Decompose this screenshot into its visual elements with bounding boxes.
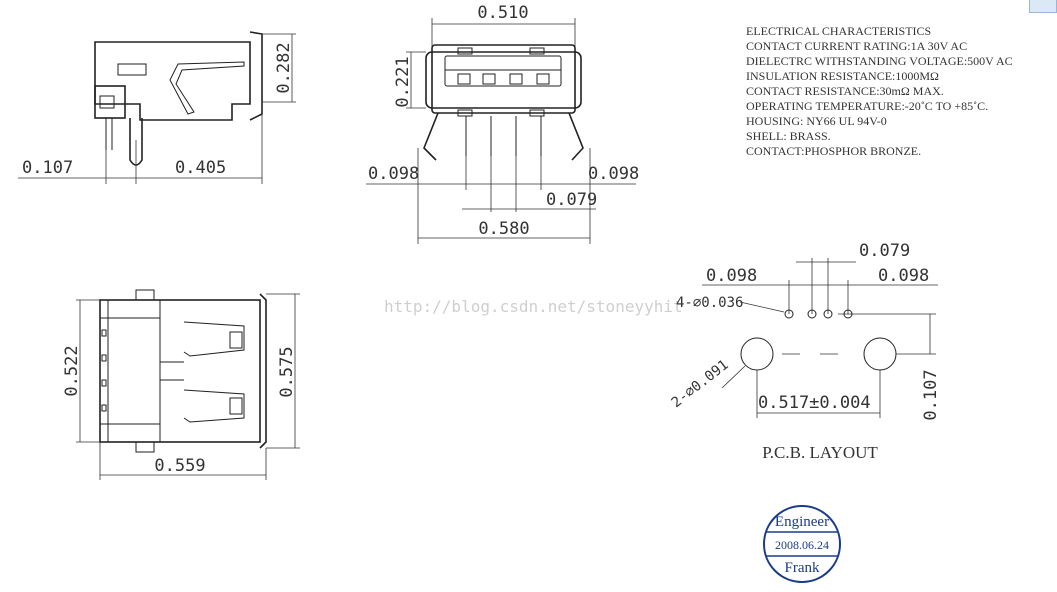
- spec-line: OPERATING TEMPERATURE:-20˚C TO +85˚C.: [746, 99, 988, 113]
- top-length-dim: 0.559: [154, 456, 205, 476]
- spec-line: INSULATION RESISTANCE:1000MΩ: [746, 69, 939, 83]
- top-view: 0.522 0.575 0.559: [62, 289, 300, 480]
- front-view: 0.510 0.221 0.098 0.098 0.079: [366, 3, 639, 244]
- watermark: http://blog.csdn.net/stoneyyhit: [384, 297, 683, 316]
- spec-line: CONTACT CURRENT RATING:1A 30V AC: [746, 39, 967, 53]
- side-view: 0.282 0.107 0.405: [18, 31, 296, 184]
- pcb-span-dim: 0.517±0.004: [758, 393, 871, 413]
- front-left-pitch-dim: 0.098: [368, 164, 419, 184]
- engineer-stamp: Engineer 2008.06.24 Frank: [763, 505, 841, 583]
- top-left-height-dim: 0.522: [62, 345, 82, 396]
- pcb-right-dim: 0.098: [878, 266, 929, 286]
- pcb-layout: 0.079 0.098 0.098 4-⌀0.036 0.517±0.004 2…: [669, 241, 941, 462]
- stamp-name: Frank: [785, 560, 820, 576]
- front-center-dim: 0.079: [546, 190, 597, 210]
- side-left-dim: 0.107: [22, 158, 73, 178]
- spec-line: DIELECTRC WITHSTANDING VOLTAGE:500V AC: [746, 54, 1013, 68]
- front-height-dim: 0.221: [393, 56, 413, 107]
- side-right-dim: 0.405: [175, 158, 226, 178]
- front-overall-dim: 0.580: [478, 219, 529, 239]
- pcb-small-hole-label: 4-⌀0.036: [676, 295, 743, 311]
- spec-line: CONTACT RESISTANCE:30mΩ MAX.: [746, 84, 944, 98]
- pcb-title: P.C.B. LAYOUT: [762, 443, 878, 462]
- top-right-height-dim: 0.575: [277, 346, 297, 397]
- corner-tab[interactable]: [1029, 0, 1057, 13]
- pcb-vertical-dim: 0.107: [921, 369, 941, 420]
- stamp-date: 2008.06.24: [775, 538, 829, 552]
- stamp-role: Engineer: [775, 514, 829, 530]
- pcb-large-hole-label: 2-⌀0.091: [669, 357, 732, 411]
- specs-title: ELECTRICAL CHARACTERISTICS: [746, 24, 931, 38]
- spec-line: HOUSING: NY66 UL 94V-0: [746, 114, 887, 128]
- front-top-dim: 0.510: [477, 3, 528, 23]
- side-height-dim: 0.282: [274, 42, 294, 93]
- pcb-left-dim: 0.098: [706, 266, 757, 286]
- front-right-pitch-dim: 0.098: [588, 164, 639, 184]
- electrical-characteristics: ELECTRICAL CHARACTERISTICS CONTACT CURRE…: [746, 24, 1013, 158]
- spec-line: SHELL: BRASS.: [746, 129, 831, 143]
- pcb-center-dim: 0.079: [859, 241, 910, 261]
- spec-line: CONTACT:PHOSPHOR BRONZE.: [746, 144, 921, 158]
